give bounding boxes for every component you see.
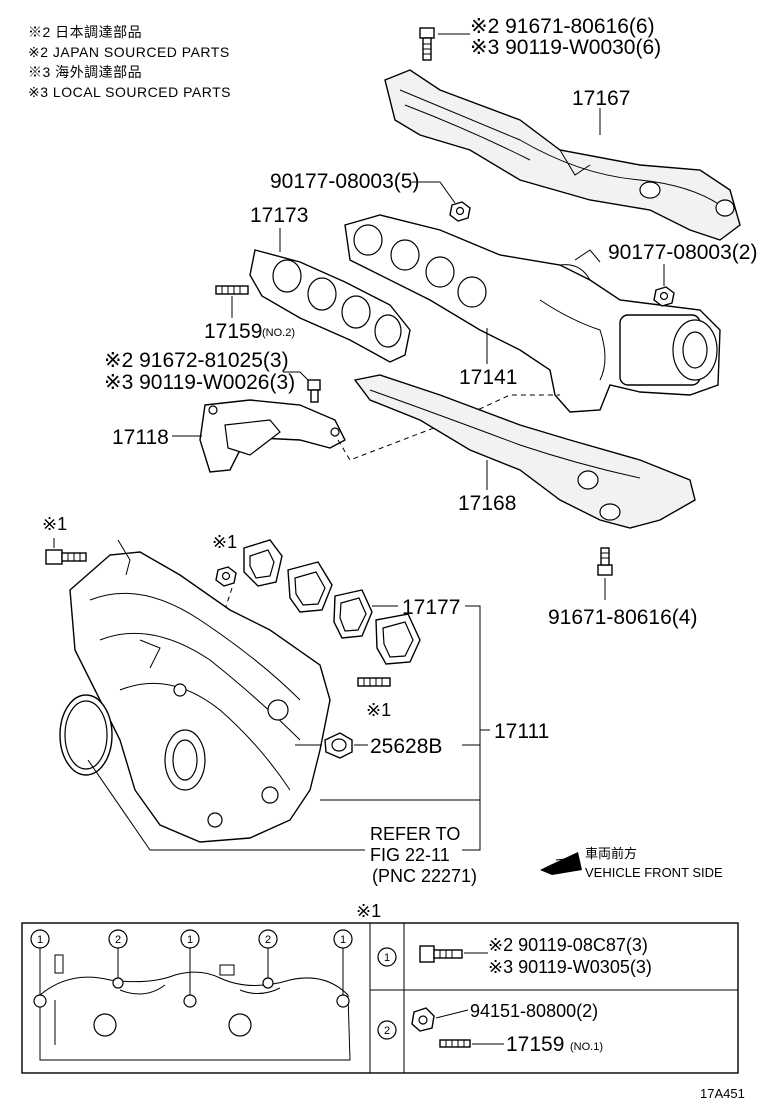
- refer-line-2: FIG 22-11: [370, 845, 450, 865]
- label-bolt-mid-a: ※2 91672-81025(3): [104, 349, 289, 372]
- legend-row-2-line-2: 17159: [506, 1033, 564, 1056]
- egr-gasket: [324, 732, 353, 759]
- label-17118: 17118: [112, 426, 169, 449]
- bracket-17111: [462, 605, 481, 851]
- leader-bolt-mid: [283, 371, 311, 383]
- label-bolt-top-b: ※3 90119-W0030(6): [470, 36, 661, 59]
- legend-marker-1a: 1: [30, 929, 50, 1008]
- refer-line-3: (PNC 22271): [372, 866, 477, 886]
- legend-marker-1b: 1: [180, 929, 200, 1008]
- svg-text:1: 1: [340, 934, 346, 946]
- label-bolt-mid-b: ※3 90119-W0026(3): [104, 371, 295, 394]
- legend-row-2: 2 94151-80800(2) 17159 (NO.1): [377, 1001, 603, 1056]
- label-25628B: 25628B: [370, 735, 442, 758]
- figure-id: 17A451: [700, 1086, 745, 1101]
- legend-marker-2a: 2: [108, 929, 128, 989]
- note-line-4: ※3 LOCAL SOURCED PARTS: [28, 84, 231, 100]
- flange-bolt-icon: [419, 945, 463, 963]
- label-17159-no2-note: (NO.2): [262, 327, 295, 339]
- mark1-left: ※1: [42, 514, 67, 534]
- lower-heat-insulator: [353, 374, 696, 529]
- mark1-mid: ※1: [212, 532, 237, 552]
- legend-row-2-note: (NO.1): [570, 1041, 603, 1053]
- label-17111: 17111: [494, 720, 549, 743]
- svg-text:2: 2: [265, 934, 271, 946]
- label-bolt-top-a: ※2 91671-80616(6): [470, 15, 655, 38]
- hex-nut-icon: [449, 201, 471, 222]
- hex-nut-icon: [215, 566, 237, 587]
- legend-row-1-line-2: ※3 90119-W0305(3): [488, 957, 652, 977]
- bottom-bolt-icon: [597, 547, 613, 576]
- throttle-body-gasket: [59, 694, 113, 776]
- exhaust-manifold-gasket: [249, 249, 411, 363]
- svg-text:2: 2: [384, 1025, 390, 1037]
- manifold-bracket: [199, 399, 346, 473]
- label-bottom-bolt: 91671-80616(4): [548, 606, 697, 629]
- flange-bolt-icon: [307, 379, 321, 403]
- exhaust-manifold: [344, 214, 721, 413]
- front-label-jp: 車両前方: [585, 846, 637, 861]
- legend-marker-2b: 2: [258, 929, 278, 989]
- legend-row-1-line-1: ※2 90119-08C87(3): [488, 935, 648, 955]
- label-17167: 17167: [572, 87, 630, 110]
- svg-text:1: 1: [187, 934, 193, 946]
- legend-manifold-outline: [39, 954, 351, 1061]
- front-label-en: VEHICLE FRONT SIDE: [585, 865, 723, 880]
- svg-text:1: 1: [384, 952, 390, 964]
- legend-marker-1c: 1: [333, 929, 353, 1008]
- label-17159-no2: 17159: [204, 320, 262, 343]
- hex-nut-icon: [411, 1007, 435, 1032]
- top-bolt-icon: [419, 27, 435, 61]
- stud-bolt-icon: [357, 677, 391, 687]
- vehicle-front-arrow-icon: [540, 852, 582, 875]
- hex-nut-icon: [653, 286, 675, 307]
- upper-heat-insulator: [384, 69, 741, 241]
- legend-row-1: 1 ※2 90119-08C87(3) ※3 90119-W0305(3): [377, 935, 652, 977]
- intake-manifold: [69, 539, 331, 843]
- sourcing-notes: ※2 日本調達部品 ※2 JAPAN SOURCED PARTS ※3 海外調達…: [28, 24, 231, 100]
- legend-row-2-line-1: 94151-80800(2): [470, 1001, 598, 1021]
- flange-bolt-icon: [45, 549, 87, 565]
- stud-bolt-icon: [439, 1039, 471, 1048]
- leader-refer-fig: [87, 759, 365, 851]
- note-line-2: ※2 JAPAN SOURCED PARTS: [28, 44, 230, 60]
- legend-title: ※1: [356, 901, 381, 921]
- label-17177: 17177: [402, 596, 460, 619]
- label-17141: 17141: [459, 366, 517, 389]
- note-line-3: ※3 海外調達部品: [28, 64, 142, 80]
- svg-text:1: 1: [37, 934, 43, 946]
- legend-grid: [369, 923, 738, 1073]
- intake-manifold-gasket: [243, 539, 421, 665]
- svg-text:2: 2: [115, 934, 121, 946]
- label-nut-2: 90177-08003(2): [608, 241, 757, 264]
- label-17168: 17168: [458, 492, 516, 515]
- stud-bolt-icon: [215, 285, 249, 295]
- legend-box: [21, 922, 739, 1074]
- note-line-1: ※2 日本調達部品: [28, 24, 142, 40]
- label-17173: 17173: [250, 204, 308, 227]
- mark1-stud: ※1: [366, 700, 391, 720]
- label-nut-5: 90177-08003(5): [270, 170, 419, 193]
- leader-nut-5: [412, 181, 456, 204]
- refer-line-1: REFER TO: [370, 824, 460, 844]
